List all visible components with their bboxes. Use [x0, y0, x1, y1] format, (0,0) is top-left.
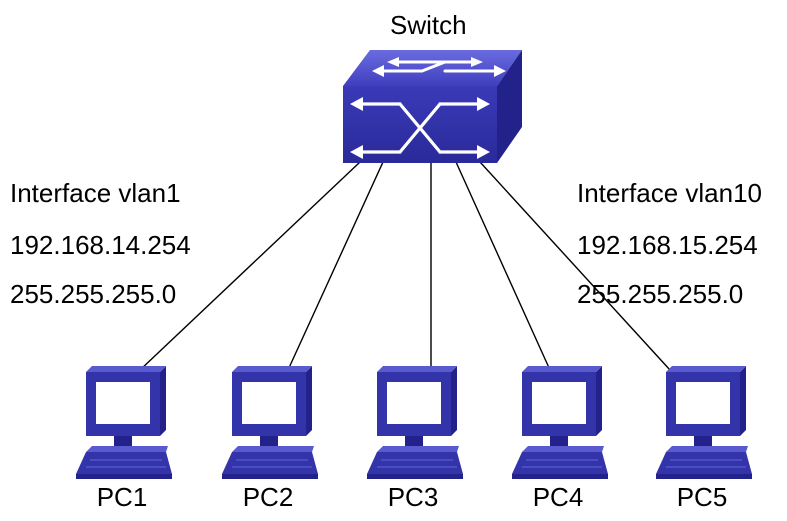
left-interface-name: Interface vlan1 — [10, 178, 181, 208]
pcs-layer — [76, 366, 752, 479]
computer-icon — [367, 366, 463, 479]
link-pc2 — [287, 161, 384, 371]
left-interface-mask: 255.255.255.0 — [10, 279, 177, 309]
link-pc1 — [139, 161, 361, 371]
switch-label: Switch — [390, 10, 467, 40]
link-pc4 — [455, 161, 551, 371]
right-interface-mask: 255.255.255.0 — [577, 279, 744, 309]
computer-icon — [512, 366, 608, 479]
computer-icon — [222, 366, 318, 479]
pc-label-4: PC4 — [532, 482, 584, 512]
link-pc5 — [479, 161, 671, 371]
computer-icon — [656, 366, 752, 479]
right-interface-name: Interface vlan10 — [577, 178, 763, 208]
pc-label-1: PC1 — [96, 482, 148, 512]
pc-label-3: PC3 — [387, 482, 439, 512]
computer-icon — [76, 366, 172, 479]
right-interface-ip: 192.168.15.254 — [577, 230, 758, 260]
pc-label-5: PC5 — [676, 482, 728, 512]
switch-icon — [343, 50, 522, 163]
network-links — [139, 161, 671, 371]
pc-label-2: PC2 — [242, 482, 294, 512]
left-interface-ip: 192.168.14.254 — [10, 230, 191, 260]
